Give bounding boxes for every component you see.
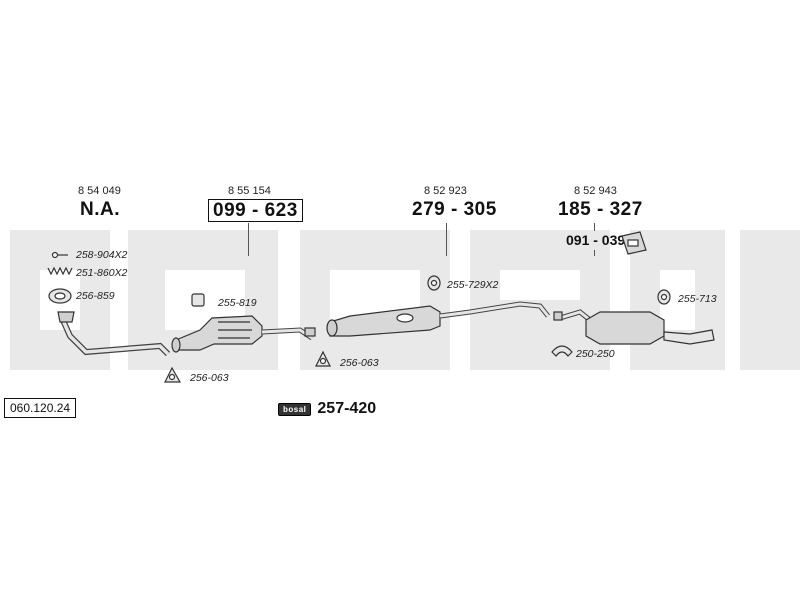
leader-line-4a [594, 223, 595, 231]
part-label-255-729X2: 255-729X2 [447, 279, 499, 291]
center-silencer [326, 301, 550, 337]
catalytic-converter [171, 315, 314, 353]
oe-number-4: 8 52 943 [574, 185, 617, 197]
clamp-250-250-icon [551, 345, 573, 357]
leader-line-4b [594, 250, 595, 256]
fitting-kit: bosal 257-420 [278, 400, 376, 418]
oe-number-1: 8 54 049 [78, 185, 121, 197]
part-label-255-713: 255-713 [678, 293, 717, 305]
part-number-1: N.A. [80, 199, 120, 220]
part-number-3: 279 - 305 [412, 199, 497, 220]
part-label-255-819: 255-819 [218, 297, 257, 309]
bracket-icon [621, 231, 647, 255]
gasket-255-819-icon [191, 293, 205, 307]
part-label-256-859: 256-859 [76, 290, 115, 302]
background-band [10, 230, 800, 370]
part-label-256-063-left: 256-063 [190, 372, 229, 384]
kit-number: 257-420 [317, 400, 377, 417]
sub-part-number: 091 - 039 [566, 232, 626, 248]
leader-line-3 [446, 223, 447, 256]
part-number-2: 099 - 623 [208, 199, 303, 222]
spring-icon [47, 266, 73, 276]
brand-logo: bosal [278, 402, 312, 416]
part-label-251-860X2: 251-860X2 [76, 267, 128, 279]
diagram-id: 060.120.24 [4, 398, 77, 418]
part-label-256-063-center: 256-063 [340, 357, 379, 369]
part-label-250-250: 250-250 [576, 348, 615, 360]
rear-silencer [559, 309, 715, 345]
clamp-icon [51, 251, 68, 259]
leader-line-2 [248, 223, 249, 256]
oe-number-2: 8 55 154 [228, 185, 271, 197]
part-label-258-904X2: 258-904X2 [76, 249, 128, 261]
part-number-4: 185 - 327 [558, 199, 643, 220]
oe-number-3: 8 52 923 [424, 185, 467, 197]
